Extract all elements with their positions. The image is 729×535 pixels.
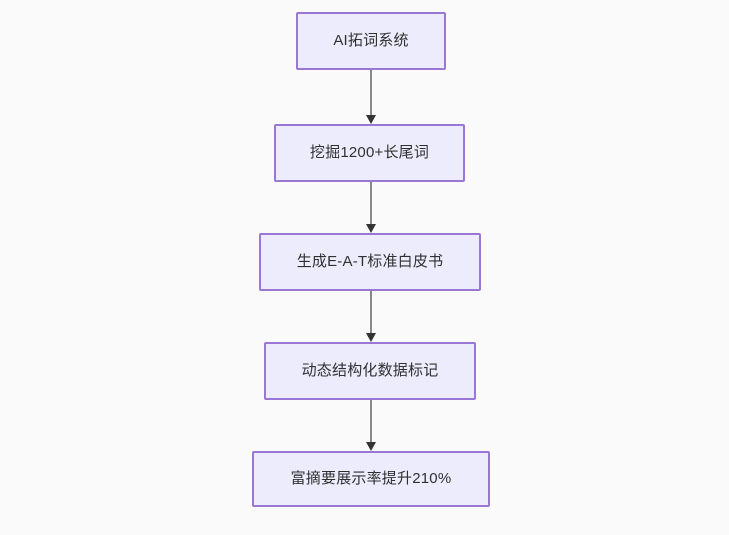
flow-node-label: 动态结构化数据标记 xyxy=(301,362,439,379)
edge-line xyxy=(370,400,372,444)
edge-line xyxy=(370,182,372,226)
flow-node-dynamic-structured-data-markup[interactable]: 动态结构化数据标记 xyxy=(264,342,476,400)
flow-node-label: 生成E-A-T标准白皮书 xyxy=(296,253,444,270)
flow-node-mine-longtail-keywords[interactable]: 挖掘1200+长尾词 xyxy=(274,124,465,182)
arrowhead-icon xyxy=(366,224,376,233)
flow-node-label: 挖掘1200+长尾词 xyxy=(309,144,430,161)
edge-line xyxy=(370,291,372,335)
flow-node-generate-eat-whitepaper[interactable]: 生成E-A-T标准白皮书 xyxy=(259,233,481,291)
flow-node-label: AI拓词系统 xyxy=(333,32,409,49)
flow-node-rich-snippet-rate-increase[interactable]: 富摘要展示率提升210% xyxy=(252,451,490,507)
arrowhead-icon xyxy=(366,115,376,124)
arrowhead-icon xyxy=(366,442,376,451)
edge-line xyxy=(370,70,372,117)
arrowhead-icon xyxy=(366,333,376,342)
flow-node-ai-keyword-system[interactable]: AI拓词系统 xyxy=(296,12,446,70)
flow-node-label: 富摘要展示率提升210% xyxy=(290,470,452,487)
